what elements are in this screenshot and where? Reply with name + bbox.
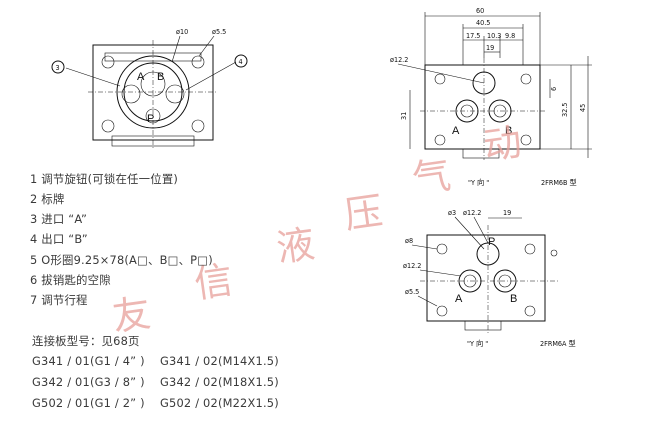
br-label-b: B	[510, 293, 517, 305]
plate-model: G342 / 01(G3 / 8” )	[32, 375, 145, 389]
leader-d10	[171, 35, 181, 63]
br-leader-d122-left	[419, 269, 462, 277]
tr-model: 2FRM6B 型	[541, 178, 577, 187]
callout-4-circle	[234, 54, 248, 68]
watermark-char: 压	[341, 188, 386, 238]
plate-model: G502 / 02(M22X1.5)	[160, 396, 279, 410]
br-leader-d55	[417, 295, 438, 307]
plate-model: G341 / 01(G1 / 4” )	[32, 354, 145, 368]
br-dim-d122-left: ø12.2	[403, 261, 421, 270]
note-item: 6 拔销匙的空隙	[30, 273, 111, 287]
callout-3-circle	[51, 60, 65, 74]
plate-model: G502 / 01(G1 / 2” )	[32, 396, 145, 410]
note-item: 3 进口 “A”	[30, 212, 88, 226]
left-bolt-hole-br	[191, 119, 205, 133]
leader-4	[185, 61, 237, 91]
br-leader-d8	[411, 244, 438, 250]
note-item: 5 O形圈9.25×78(A□、B□、P□)	[30, 253, 213, 267]
tr-dim-98: 9.8	[505, 31, 515, 40]
left-bolt-hole-tr	[191, 55, 205, 69]
br-model: 2FRM6A 型	[540, 339, 576, 348]
top-right-view: 60 40.5 17.5 10.3 9.8 19 ø12.2 31 6 32.5…	[390, 6, 592, 187]
br-dim-d122-top: ø12.2	[463, 208, 481, 217]
tr-dim-d122: ø12.2	[390, 55, 408, 64]
plate-model: G341 / 02(M14X1.5)	[160, 354, 279, 368]
note-item: 4 出口 “B”	[30, 232, 88, 246]
tr-bottom-step	[462, 148, 500, 159]
tr-dim-31: 31	[399, 112, 408, 120]
left-port-p: P	[147, 113, 154, 125]
left-port-b: B	[157, 71, 164, 83]
bottom-right-view: 19 ø3 ø12.2 ø8 ø12.2 ø5.5 P A B "Y 向 " 2…	[403, 208, 576, 348]
note-item: 1 调节旋钮(可锁在任一位置)	[30, 172, 179, 186]
left-port-b-ring	[165, 84, 185, 104]
tr-dim-width: 60	[476, 6, 484, 15]
left-port-a: A	[137, 71, 145, 83]
plate-title: 连接板型号：见68页	[32, 334, 140, 348]
br-dim-d3: ø3	[448, 208, 456, 217]
tr-dim-103: 10.3	[487, 31, 501, 40]
br-bolt-br	[524, 305, 536, 317]
tr-bolt-br	[520, 134, 532, 146]
br-body-outline	[426, 234, 546, 322]
tr-dim-45: 45	[578, 104, 587, 112]
tr-leader-d122	[397, 63, 485, 84]
br-bottom-step	[464, 320, 502, 331]
watermark-char: 动	[480, 119, 525, 169]
tr-dim-19: 19	[486, 43, 494, 52]
dim-d55: ø5.5	[212, 27, 226, 36]
tr-view-label: "Y 向 "	[468, 178, 489, 187]
tr-dim-6: 6	[549, 87, 558, 91]
br-bolt-bl	[436, 305, 448, 317]
br-dim-d8: ø8	[405, 236, 413, 245]
leader-3	[65, 67, 121, 87]
br-dim-d55: ø5.5	[405, 287, 419, 296]
plate-model: G342 / 02(M18X1.5)	[160, 375, 279, 389]
watermark-char: 气	[409, 152, 454, 202]
note-item: 2 标牌	[30, 192, 65, 206]
left-front-view: 3 4 ø10 ø5.5 A B P	[51, 27, 248, 150]
tr-bolt-bl	[434, 134, 446, 146]
tr-dim-325: 32.5	[560, 103, 569, 117]
br-label-a: A	[455, 293, 463, 305]
tr-bolt-tl	[434, 73, 446, 85]
callout-4-label: 4	[239, 57, 243, 66]
left-bottom-step	[111, 135, 195, 147]
tr-bolt-tr	[520, 73, 532, 85]
br-view-label: "Y 向 "	[467, 339, 488, 348]
br-dim-19: 19	[503, 208, 511, 217]
leader-d55	[198, 35, 215, 57]
dim-d10: ø10	[176, 27, 188, 36]
tr-label-a: A	[452, 125, 460, 137]
br-pin-hole	[550, 249, 558, 257]
br-leader-d122-top	[473, 216, 489, 244]
br-leader-d3	[454, 216, 485, 250]
br-bolt-tl	[436, 243, 448, 255]
left-port-a-ring	[121, 84, 141, 104]
left-bolt-hole-bl	[101, 119, 115, 133]
callout-3-label: 3	[56, 63, 60, 72]
br-bolt-tr	[524, 243, 536, 255]
left-bolt-hole-tl	[101, 55, 115, 69]
note-item: 7 调节行程	[30, 293, 88, 307]
tr-label-b: B	[505, 125, 512, 137]
watermark-char: 液	[273, 221, 318, 271]
tr-dim-175: 17.5	[466, 31, 480, 40]
br-label-p: P	[488, 236, 495, 248]
tr-dim-405: 40.5	[476, 18, 490, 27]
